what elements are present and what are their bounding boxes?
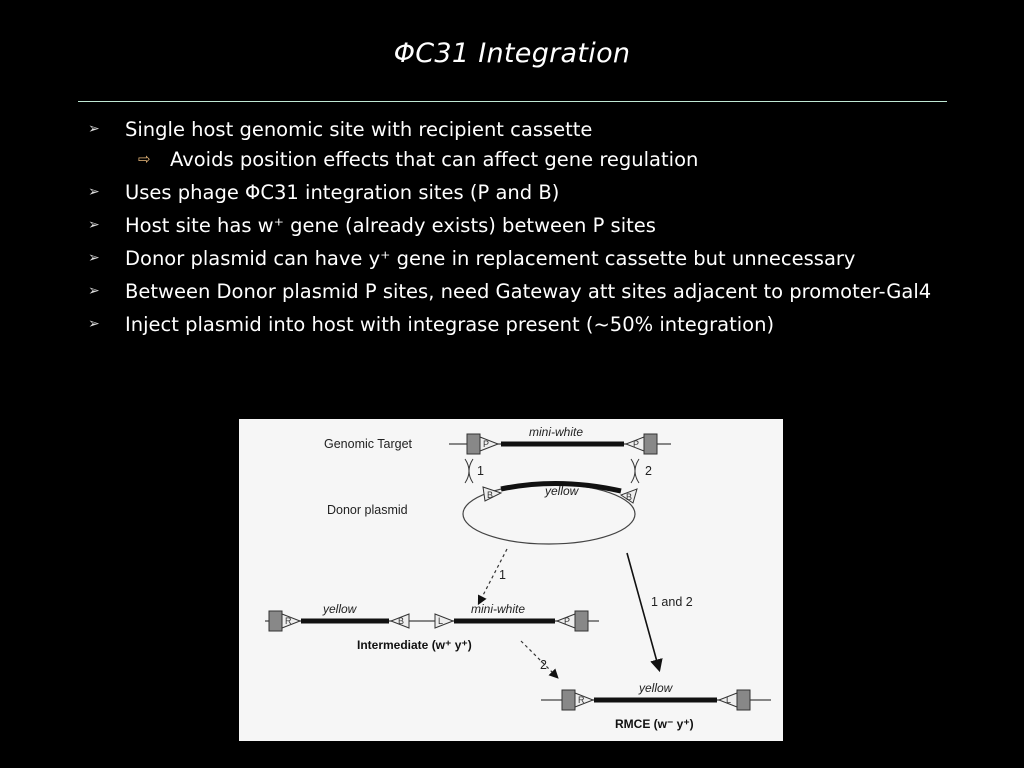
site-p-label: P (564, 616, 570, 626)
yellow-gene-label: yellow (322, 602, 358, 616)
arrow-bullet-icon: ➢ (88, 316, 100, 332)
arrow-step-2 (520, 640, 559, 679)
site-r-label: R (285, 616, 292, 626)
crossover-1: 1 (464, 458, 484, 484)
bullet-list: ➢ Single host genomic site with recipien… (88, 116, 948, 344)
step-2-label: 2 (645, 464, 652, 478)
site-b-label: B (487, 490, 493, 500)
intermediate-label: Intermediate (w⁺ y⁺) (357, 638, 472, 652)
arrow-bullet-icon: ➢ (88, 184, 100, 200)
site-p-label: P (483, 439, 489, 449)
bullet-text: Single host genomic site with recipient … (125, 118, 593, 141)
site-p-label: P (633, 439, 639, 449)
arrow-bullet-icon: ➢ (88, 217, 100, 233)
genomic-target-construct: P mini-white P (449, 425, 671, 455)
crossover-2: 2 (630, 458, 652, 484)
rmce-diagram-svg: Genomic Target P mini-white P 1 2 Donor … (265, 425, 771, 731)
rmce-label: RMCE (w⁻ y⁺) (615, 717, 694, 731)
arrow-step-2-label: 2 (540, 658, 547, 672)
bullet-item: ➢ Donor plasmid can have y⁺ gene in repl… (88, 245, 948, 272)
donor-plasmid-construct: B yellow B (462, 481, 638, 545)
step-1-label: 1 (477, 464, 484, 478)
bullet-text: Uses phage ΦC31 integration sites (P and… (125, 181, 560, 204)
site-b-label: B (626, 492, 632, 502)
slide-title: ΦC31 Integration (393, 38, 631, 69)
bullet-item: ➢ Host site has w⁺ gene (already exists)… (88, 212, 948, 239)
bullet-item: ➢ Single host genomic site with recipien… (88, 116, 948, 143)
arrow-bullet-icon: ➢ (88, 283, 100, 299)
rmce-diagram: Genomic Target P mini-white P 1 2 Donor … (239, 419, 783, 741)
arrow-step-1 (477, 548, 508, 606)
mini-white-gene-label: mini-white (471, 602, 525, 616)
genomic-target-label: Genomic Target (324, 437, 413, 451)
mini-white-gene-label: mini-white (529, 425, 583, 439)
bullet-item: ➢ Inject plasmid into host with integras… (88, 311, 948, 338)
site-l-label: L (726, 695, 731, 705)
arrow-bullet-icon: ➢ (88, 250, 100, 266)
site-b-label: B (398, 616, 404, 626)
bullet-text: Avoids position effects that can affect … (170, 148, 699, 171)
donor-plasmid-label: Donor plasmid (327, 503, 408, 517)
intermediate-construct: R yellow B L mini-white P (265, 602, 599, 632)
bullet-text: Donor plasmid can have y⁺ gene in replac… (125, 247, 856, 270)
yellow-gene-label: yellow (638, 681, 674, 695)
bullet-text: Inject plasmid into host with integrase … (125, 313, 775, 336)
bullet-item: ➢ Uses phage ΦC31 integration sites (P a… (88, 179, 948, 206)
bullet-item: ➢ Between Donor plasmid P sites, need Ga… (88, 278, 948, 305)
arrow-step-both (626, 552, 663, 673)
arrow-step-1-label: 1 (499, 568, 506, 582)
outline-arrow-bullet-icon: ⇨ (138, 150, 151, 168)
rmce-construct: R yellow L (541, 681, 771, 711)
yellow-gene-label: yellow (544, 484, 580, 498)
arrow-step-both-label: 1 and 2 (651, 595, 693, 609)
site-l-label: L (438, 616, 443, 626)
sub-bullet-item: ⇨ Avoids position effects that can affec… (88, 146, 948, 173)
site-r-label: R (578, 695, 585, 705)
bullet-text: Host site has w⁺ gene (already exists) b… (125, 214, 656, 237)
title-divider (78, 101, 947, 102)
yellow-gene-bar (500, 481, 622, 494)
arrow-bullet-icon: ➢ (88, 121, 100, 137)
bullet-text: Between Donor plasmid P sites, need Gate… (125, 280, 932, 303)
